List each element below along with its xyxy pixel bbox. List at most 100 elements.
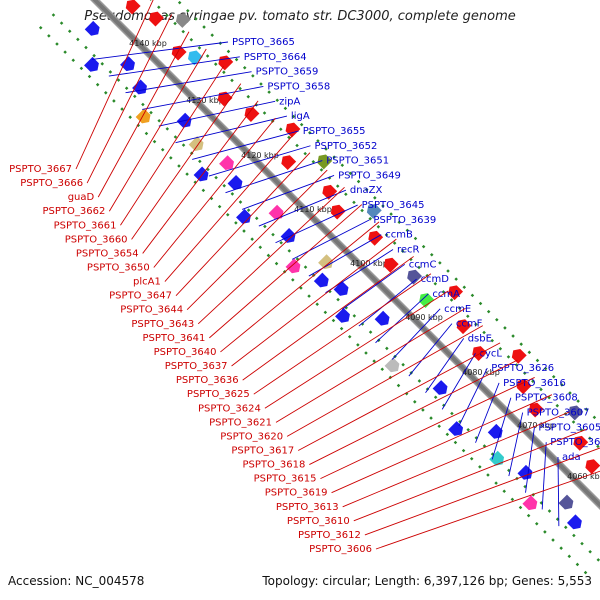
gene-feature <box>322 184 338 200</box>
gene-label-forward: ligA <box>291 111 310 122</box>
gene-label-forward: PSPTO_3665 <box>232 37 295 48</box>
gene-label-forward: PSPTO_3602 <box>550 437 600 448</box>
gene-feature <box>268 204 284 220</box>
gene-feature <box>219 155 234 171</box>
leader-line <box>425 338 465 394</box>
gene-label-forward: PSPTO_3664 <box>244 52 307 63</box>
gene-label-reverse: PSPTO_3643 <box>131 319 194 330</box>
leader-line <box>541 442 547 510</box>
leader-line <box>441 353 476 410</box>
leader-line <box>508 412 524 477</box>
leader-line <box>220 221 380 353</box>
leader-line <box>186 169 328 311</box>
gene-label-reverse: PSPTO_3654 <box>76 248 139 259</box>
kbp-tick-label: 4130 kbp <box>186 96 224 105</box>
gene-label-forward: recR <box>397 245 420 256</box>
gene-label-forward: ccmB <box>385 230 413 241</box>
gene-feature <box>244 107 260 122</box>
leader-line <box>158 100 276 127</box>
leader-line <box>286 325 484 437</box>
gene-label-forward: PSPTO_3658 <box>267 81 330 92</box>
gene-label-forward: ccmD <box>421 274 450 285</box>
leader-line <box>208 145 311 177</box>
gene-label-forward: PSPTO_3652 <box>315 141 378 152</box>
gene-label-forward: PSPTO_3651 <box>326 156 389 167</box>
gene-feature <box>285 258 301 274</box>
gene-label-forward: ccmA <box>432 289 460 300</box>
gene-feature <box>132 79 147 95</box>
leader-line <box>197 186 345 325</box>
gene-feature <box>568 405 584 421</box>
leader-line <box>120 66 224 226</box>
accession-label: Accession: NC_004578 <box>8 574 145 588</box>
leader-line <box>225 160 323 194</box>
gene-feature <box>227 175 243 190</box>
gene-feature <box>176 112 192 128</box>
leader-line <box>408 323 453 377</box>
gene-feature <box>448 421 464 436</box>
gene-label-reverse: PSPTO_3641 <box>142 333 205 344</box>
gene-label-reverse: PSPTO_3621 <box>209 417 272 428</box>
leader-line <box>108 48 207 212</box>
gene-feature <box>489 450 505 466</box>
gene-label-forward: PSPTO_3608 <box>515 393 578 404</box>
gene-feature <box>487 423 503 439</box>
gene-label-reverse: PSPTO_3606 <box>309 544 372 555</box>
gene-label-reverse: PSPTO_3640 <box>154 347 217 358</box>
leader-line <box>258 189 347 227</box>
leader-line <box>97 31 190 198</box>
gene-label-reverse: PSPTO_3613 <box>276 502 339 513</box>
gene-feature <box>84 20 100 36</box>
gene-feature <box>384 357 400 373</box>
gene-feature <box>281 155 297 171</box>
gene-label-forward: PSPTO_3649 <box>338 170 401 181</box>
gene-label-reverse: PSPTO_3660 <box>65 234 128 245</box>
gene-label-forward: PSPTO_3645 <box>362 200 425 211</box>
leader-line <box>264 290 449 409</box>
leader-line <box>209 204 363 339</box>
gene-label-reverse: PSPTO_3625 <box>187 389 250 400</box>
gene-label-reverse: PSPTO_3637 <box>165 361 228 372</box>
leader-line <box>142 100 259 254</box>
leader-line <box>231 238 397 367</box>
gene-feature <box>573 435 589 451</box>
gene-feature <box>285 122 301 138</box>
gene-label-forward: ccmF <box>456 319 483 330</box>
gene-label-reverse: plcA1 <box>133 277 161 288</box>
leader-line <box>341 263 406 310</box>
gene-label-forward: PSPTO_3626 <box>491 363 554 374</box>
gene-feature <box>432 380 448 395</box>
gene-label-reverse: PSPTO_3617 <box>231 445 294 456</box>
leader-line <box>131 83 242 240</box>
gene-label-reverse: PSPTO_3619 <box>265 488 328 499</box>
gene-feature <box>84 56 99 72</box>
gene-feature <box>419 293 435 308</box>
gene-feature <box>333 281 349 296</box>
leader-line <box>125 71 252 94</box>
gene-feature <box>528 402 544 418</box>
leader-line <box>192 130 299 160</box>
leader-line <box>525 427 535 493</box>
gene-label-forward: cycL <box>480 348 503 359</box>
gene-label-reverse: PSPTO_3620 <box>220 431 283 442</box>
gene-label-reverse: PSPTO_3650 <box>87 263 150 274</box>
leader-line <box>298 342 501 451</box>
gene-label-reverse: PSPTO_3610 <box>287 516 350 527</box>
gene-feature <box>407 269 423 285</box>
gene-label-reverse: PSPTO_3618 <box>242 460 305 471</box>
leader-line <box>364 447 600 536</box>
gene-feature <box>448 285 464 301</box>
leader-line <box>242 256 414 381</box>
gene-feature <box>522 495 538 511</box>
gene-label-reverse: PSPTO_3666 <box>20 178 83 189</box>
gene-feature <box>313 272 329 288</box>
leader-line <box>275 204 358 244</box>
gene-feature <box>383 257 399 273</box>
gene-feature <box>374 310 390 326</box>
leader-line <box>86 14 173 184</box>
gene-label-reverse: PSPTO_3667 <box>9 164 72 175</box>
gene-feature <box>366 203 382 219</box>
leader-line <box>75 0 154 170</box>
gene-label-reverse: PSPTO_3662 <box>42 206 105 217</box>
backbone-line <box>92 0 600 508</box>
